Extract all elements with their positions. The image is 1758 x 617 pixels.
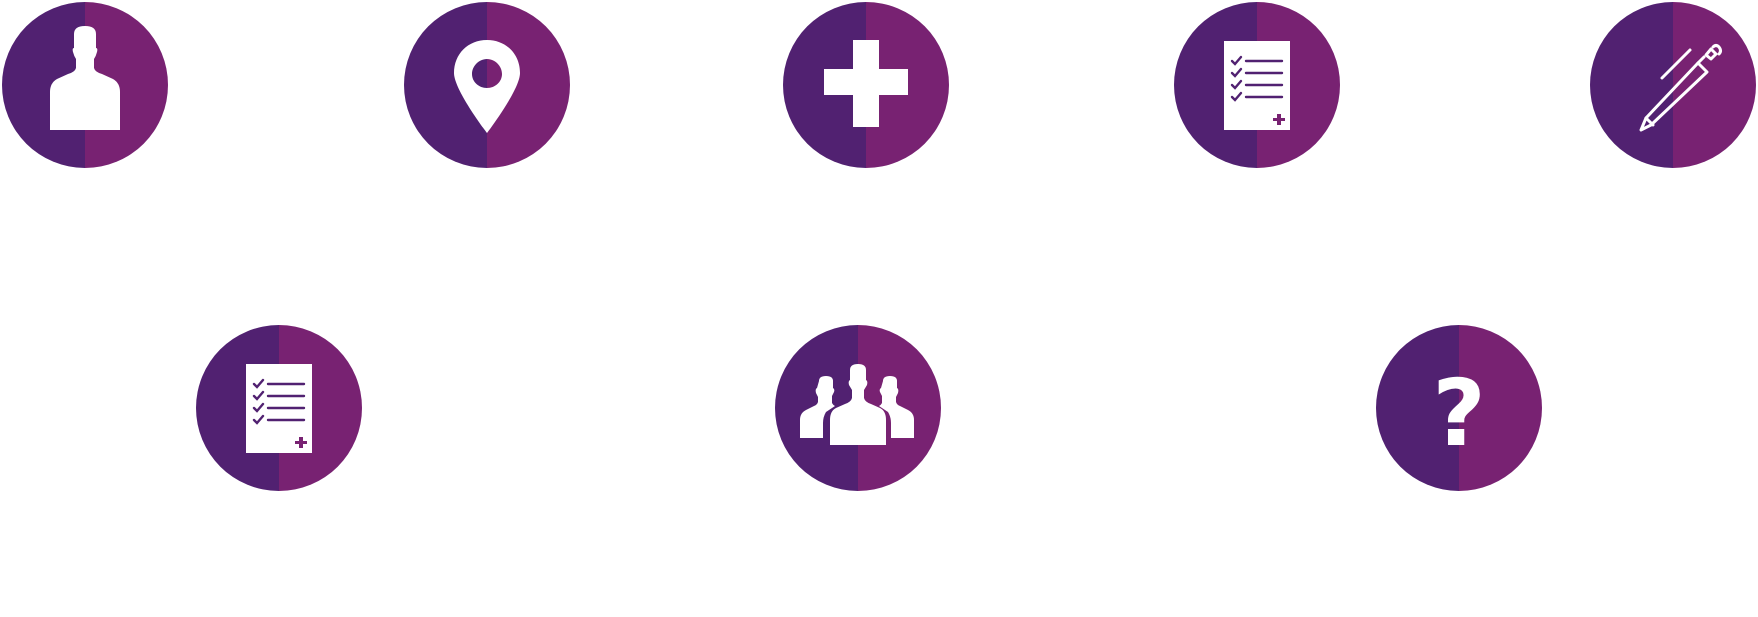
user-icon bbox=[2, 2, 168, 168]
medical-checklist-icon bbox=[1174, 2, 1340, 168]
user-group-icon bbox=[775, 325, 941, 491]
medical-checklist-icon bbox=[196, 325, 362, 491]
location-pin-icon bbox=[404, 2, 570, 168]
pencil-icon bbox=[1590, 2, 1756, 168]
question-mark-icon: ? bbox=[1376, 325, 1542, 491]
medical-cross-icon bbox=[783, 2, 949, 168]
question-mark-glyph: ? bbox=[1432, 360, 1485, 467]
